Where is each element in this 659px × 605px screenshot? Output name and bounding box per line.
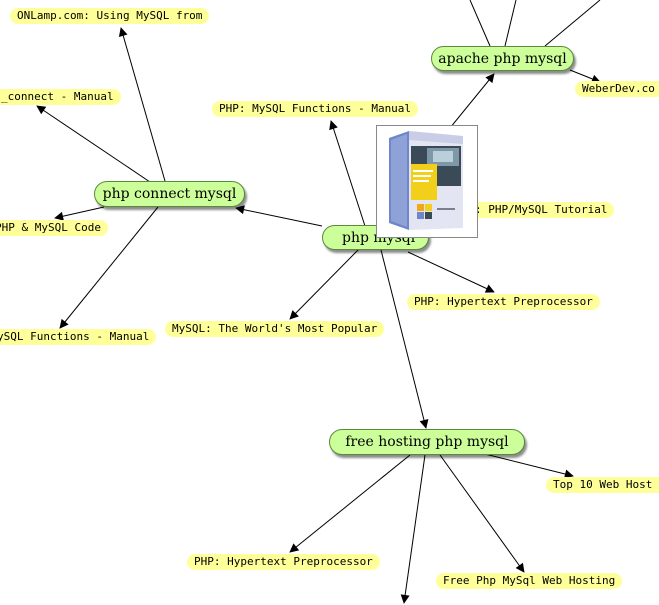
- edge-center-apache: [449, 73, 495, 129]
- edge-connect-functions-left: [59, 206, 159, 329]
- edge-hosting-hypertext: [289, 454, 411, 553]
- node-apache-php-mysql[interactable]: apache php mysql: [431, 46, 574, 71]
- link-worlds-most-popular[interactable]: MySQL: The World's Most Popular: [165, 321, 385, 337]
- link-connect-manual[interactable]: _connect - Manual: [0, 89, 121, 105]
- link-functions-manual-left[interactable]: ySQL Functions - Manual: [0, 329, 157, 345]
- edge-center-functions-top: [329, 120, 366, 227]
- edge-apache-offscreen-3: [544, 0, 601, 47]
- link-weberdev[interactable]: WeberDev.co: [575, 81, 659, 97]
- edge-apache-offscreen-2: [504, 0, 517, 47]
- edge-connect-manual: [36, 105, 151, 183]
- node-free-hosting-php-mysql[interactable]: free hosting php mysql: [329, 429, 525, 455]
- book-cover-thumbnail[interactable]: [376, 125, 478, 238]
- link-php-mysql-code[interactable]: PHP & MySQL Code: [0, 220, 108, 236]
- edge-center-hosting: [380, 249, 429, 429]
- link-free-hosting[interactable]: Free Php MySql Web Hosting: [436, 573, 623, 589]
- edge-hosting-offscreen: [400, 454, 426, 604]
- link-onlamp[interactable]: ONLamp.com: Using MySQL from: [10, 8, 210, 24]
- edge-center-worlds: [289, 247, 361, 320]
- book-icon: [377, 126, 477, 237]
- edge-apache-offscreen-1: [469, 0, 491, 47]
- link-hypertext-right[interactable]: PHP: Hypertext Preprocessor: [407, 294, 600, 310]
- link-tutorial[interactable]: : PHP/MySQL Tutorial: [468, 202, 615, 218]
- link-functions-manual-top[interactable]: PHP: MySQL Functions - Manual: [212, 101, 419, 117]
- node-php-connect-mysql[interactable]: php connect mysql: [94, 181, 245, 207]
- link-top10[interactable]: Top 10 Web Host: [546, 477, 659, 493]
- edge-center-connect: [235, 205, 323, 227]
- link-hypertext-bottom[interactable]: PHP: Hypertext Preprocessor: [187, 554, 380, 570]
- edge-hosting-free: [439, 454, 525, 573]
- edge-apache-weberdev: [569, 69, 601, 84]
- edge-hosting-top10: [484, 453, 574, 479]
- edge-connect-code: [54, 206, 105, 221]
- edge-center-hypertext: [407, 251, 495, 293]
- edge-connect-onlamp: [118, 27, 166, 182]
